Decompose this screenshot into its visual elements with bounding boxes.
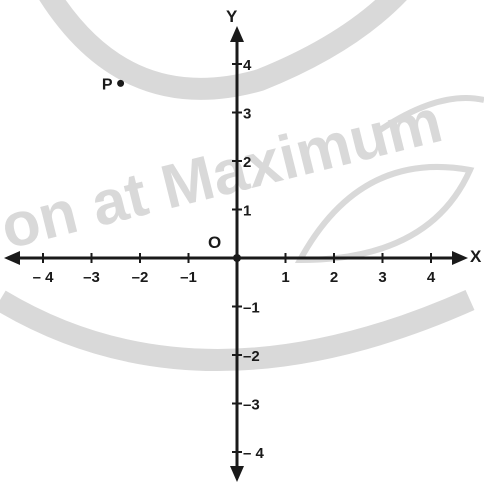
y-tick-label: –1 — [243, 300, 260, 317]
watermark-leaf-2 — [378, 95, 484, 133]
y-axis-name: Y — [226, 7, 238, 26]
origin-dot — [233, 254, 241, 262]
y-axis-up-arrow — [230, 26, 244, 42]
x-ticks: – 4 –3 –2 –1 1 2 3 4 — [33, 253, 436, 286]
point-p-dot — [117, 79, 125, 87]
y-tick-label: 1 — [243, 203, 251, 220]
x-tick-label: 4 — [427, 269, 436, 286]
origin-label: O — [208, 233, 221, 252]
y-tick-label: 4 — [243, 57, 252, 74]
watermark-arc-outer — [39, 0, 407, 100]
x-tick-label: – 4 — [33, 269, 55, 286]
x-axis-right-arrow — [452, 251, 468, 265]
y-tick-label: 3 — [243, 106, 251, 123]
y-tick-label: –3 — [243, 397, 260, 414]
x-axis-left-arrow — [4, 251, 20, 265]
y-tick-label: – 4 — [243, 445, 265, 462]
x-tick-label: –2 — [132, 269, 149, 286]
x-tick-label: 2 — [330, 269, 338, 286]
y-axis-down-arrow — [230, 466, 244, 482]
x-tick-label: 3 — [378, 269, 386, 286]
watermark-leaf — [294, 163, 475, 264]
watermark-arc-lower — [0, 289, 475, 371]
x-tick-label: –3 — [83, 269, 100, 286]
y-tick-label: 2 — [243, 154, 251, 171]
point-p-label: P — [102, 76, 113, 93]
x-tick-label: –1 — [180, 269, 197, 286]
y-tick-label: –2 — [243, 348, 260, 365]
x-tick-label: 1 — [281, 269, 289, 286]
x-axis-name: X — [470, 247, 482, 266]
watermark — [0, 0, 484, 371]
y-ticks: 4 3 2 1 –1 –2 –3 – 4 — [232, 57, 265, 462]
watermark-text: on at Maximum — [0, 86, 449, 262]
point-layer: P — [102, 76, 125, 93]
